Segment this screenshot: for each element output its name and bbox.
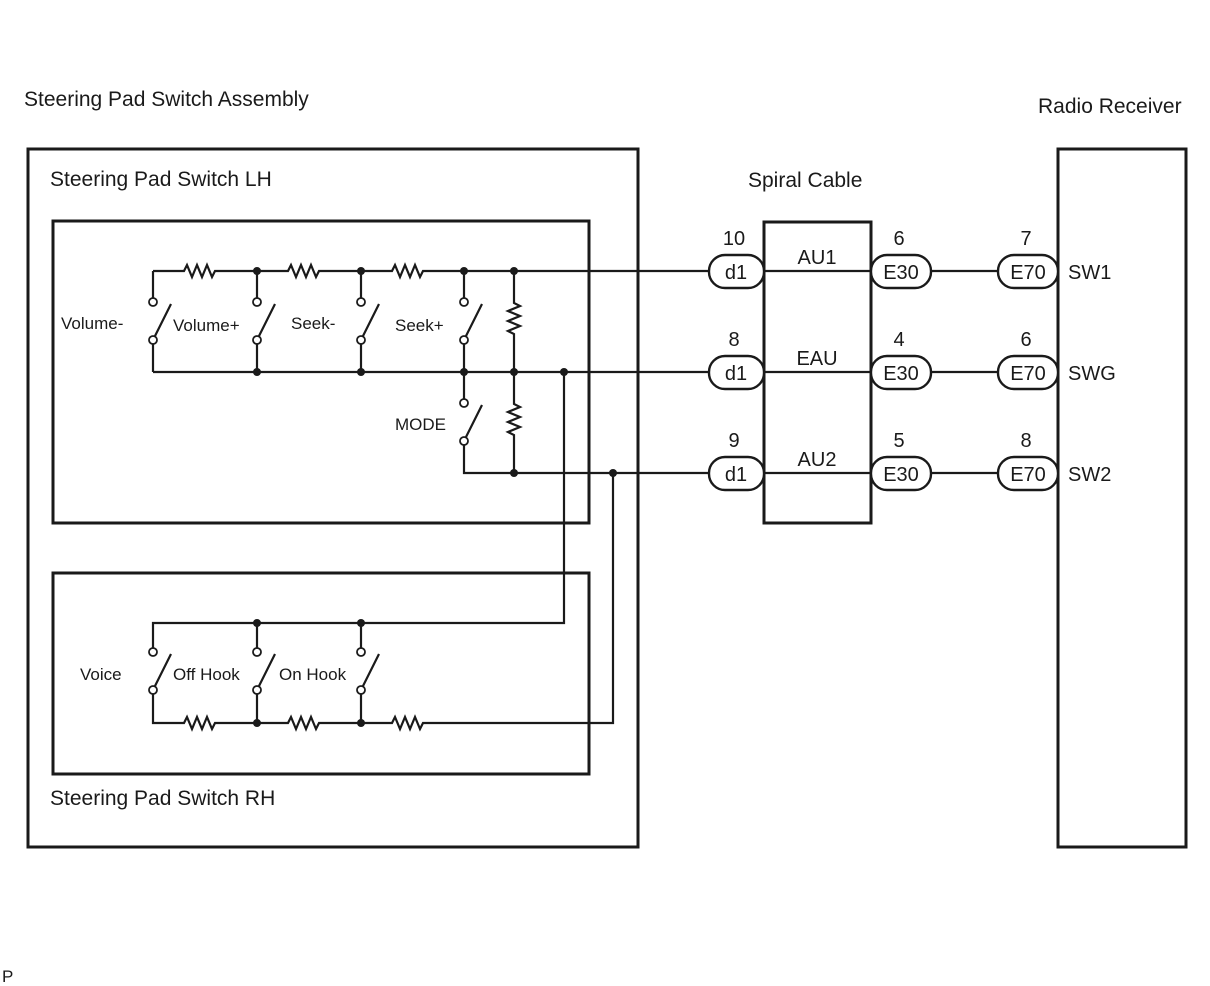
switch-label-seek-minus: Seek-: [291, 314, 335, 333]
assembly-title: Steering Pad Switch Assembly: [24, 88, 309, 111]
connector-e70-label: E70: [1010, 464, 1046, 486]
e30-pin-number: 6: [893, 228, 904, 250]
lh-circuit: [148, 262, 709, 725]
connector-e70-label: E70: [1010, 262, 1046, 284]
connector-e70-swg: [996, 354, 1060, 391]
switch-label-voice: Voice: [80, 665, 122, 684]
e70-pin-number: 6: [1020, 329, 1031, 351]
switch-lh-title: Steering Pad Switch LH: [50, 168, 272, 191]
corner-mark: P: [2, 967, 13, 986]
switch-rh-box: [51, 571, 591, 776]
switch-label-volume-plus: Volume+: [173, 316, 240, 335]
switch-label-mode: MODE: [395, 415, 446, 434]
connector-d1-label: d1: [725, 363, 747, 385]
switch-label-volume-minus: Volume-: [61, 314, 123, 333]
rh-circuit: [148, 619, 432, 732]
cable-signal-label: EAU: [796, 348, 837, 370]
d1-pin-number: 10: [723, 228, 745, 250]
receiver-terminal-label: SW2: [1068, 464, 1111, 486]
receiver-terminal-label: SW1: [1068, 262, 1111, 284]
circuit-row-sw1: d1 10 AU1 E30 6 E70 7 SW1: [707, 228, 1111, 290]
connector-d1-label: d1: [725, 262, 747, 284]
connector-e30-label: E30: [883, 464, 919, 486]
d1-pin-number: 9: [728, 430, 739, 452]
switch-label-seek-plus: Seek+: [395, 316, 444, 335]
receiver-terminal-label: SWG: [1068, 363, 1116, 385]
connector-e30-sw1: [869, 253, 933, 290]
connector-d1-label: d1: [725, 464, 747, 486]
switch-label-off-hook: Off Hook: [173, 665, 240, 684]
radio-receiver-box: [1056, 147, 1188, 849]
switch-rh-title: Steering Pad Switch RH: [50, 787, 275, 810]
connector-e70-label: E70: [1010, 363, 1046, 385]
e30-pin-number: 5: [893, 430, 904, 452]
connector-e30-swg: [869, 354, 933, 391]
cable-signal-label: AU1: [798, 247, 837, 269]
d1-pin-number: 8: [728, 329, 739, 351]
circuit-row-swg: d1 8 EAU E30 4 E70 6 SWG: [707, 329, 1116, 391]
circuit-row-sw2: d1 9 AU2 E30 5 E70 8 SW2: [707, 430, 1111, 492]
switch-label-on-hook: On Hook: [279, 665, 347, 684]
radio-receiver-title: Radio Receiver: [1038, 95, 1182, 118]
connector-e30-label: E30: [883, 262, 919, 284]
connector-d1-swg: [707, 354, 766, 391]
e70-pin-number: 8: [1020, 430, 1031, 452]
connector-e70-sw2: [996, 455, 1060, 492]
connector-e30-sw2: [869, 455, 933, 492]
connector-e70-sw1: [996, 253, 1060, 290]
connector-e30-label: E30: [883, 363, 919, 385]
e30-pin-number: 4: [893, 329, 904, 351]
cable-signal-label: AU2: [798, 449, 837, 471]
e70-pin-number: 7: [1020, 228, 1031, 250]
connector-d1-sw2: [707, 455, 766, 492]
connector-d1-sw1: [707, 253, 766, 290]
spiral-cable-title: Spiral Cable: [748, 169, 862, 192]
assembly-box: [26, 147, 640, 849]
